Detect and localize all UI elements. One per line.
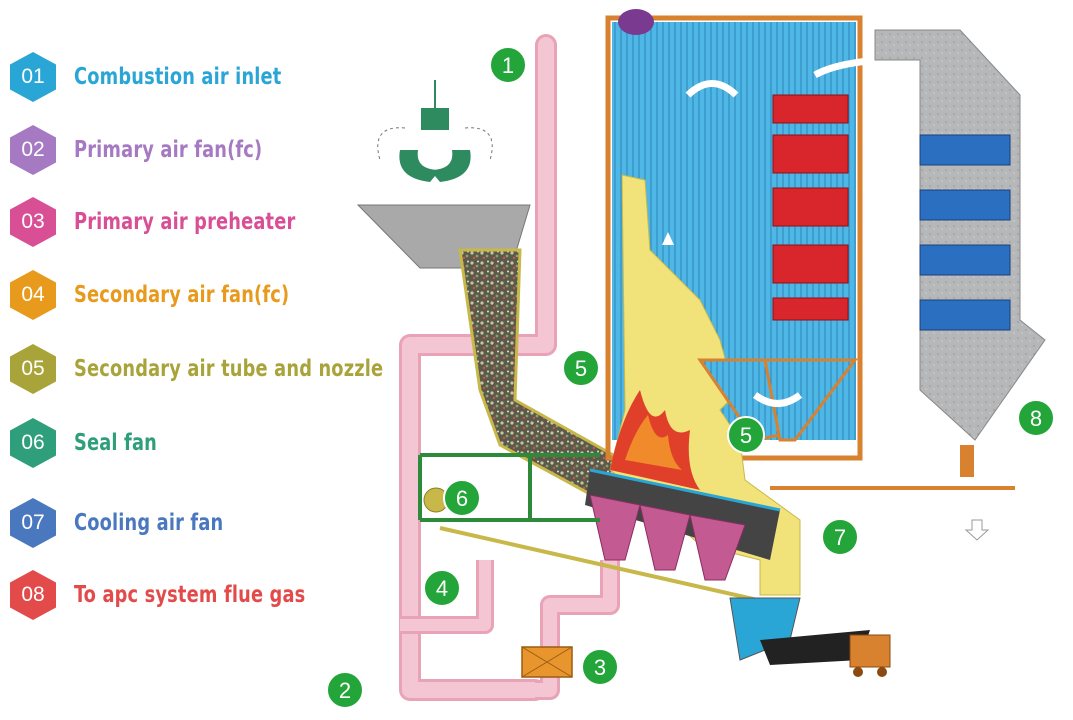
legend-item-secondary-air-tube: 05 Secondary air tube and nozzle	[10, 344, 434, 394]
legend-number-badge: 06	[10, 418, 56, 468]
legend-item-secondary-air-fan: 04 Secondary air fan(fc)	[10, 270, 324, 320]
callout-number: 4	[436, 576, 448, 601]
boiler-hopper-right	[763, 358, 858, 442]
crane-grab-icon	[377, 80, 493, 182]
down-arrow-icon	[964, 519, 990, 541]
legend-label: Cooling air fan	[74, 510, 224, 536]
steam-drum	[618, 9, 654, 35]
legend-number: 01	[21, 65, 45, 88]
legend-item-primary-air-preheater: 03 Primary air preheater	[10, 197, 331, 247]
callout-number: 6	[456, 486, 468, 511]
cooling-air-line	[439, 526, 781, 607]
economizer-banks	[919, 134, 1011, 331]
primary-air-hoppers	[589, 494, 746, 581]
callout-7: 7	[821, 518, 859, 556]
secondary-air-duct	[400, 560, 620, 700]
callout-2: 2	[326, 671, 364, 709]
callout-number: 1	[502, 53, 514, 78]
legend-label: Primary air fan(fc)	[74, 137, 263, 163]
legend-number: 05	[21, 357, 45, 380]
callout-3: 3	[581, 648, 619, 686]
legend-number: 06	[21, 431, 45, 454]
legend-number: 02	[21, 138, 45, 161]
legend-item-seal-fan: 06 Seal fan	[10, 418, 170, 468]
callout-5-right: 5	[727, 416, 765, 454]
bottom-ash-conveyor	[760, 630, 870, 665]
callout-number: 5	[575, 356, 587, 381]
callout-number: 5	[740, 423, 752, 448]
callout-number: 2	[339, 678, 351, 703]
fly-ash-valve	[960, 445, 974, 477]
legend-item-primary-air-fan: 02 Primary air fan(fc)	[10, 125, 293, 175]
ash-cart	[849, 634, 891, 668]
flame-icon	[610, 390, 700, 490]
superheater-banks	[772, 94, 849, 321]
callout-number: 3	[594, 655, 606, 680]
seal-fan-frame	[418, 453, 600, 522]
legend-label: Secondary air tube and nozzle	[74, 356, 384, 382]
legend-label: Primary air preheater	[74, 209, 296, 235]
callout-6: 6	[443, 479, 481, 517]
legend-number: 03	[21, 210, 45, 233]
up-arrow-icon	[662, 232, 674, 245]
callout-number: 7	[834, 525, 846, 550]
legend-label: Secondary air fan(fc)	[74, 282, 290, 308]
legend-item-apc-flue-gas: 08 To apc system flue gas	[10, 570, 343, 620]
legend-label: Combustion air inlet	[74, 64, 282, 90]
legend-item-cooling-air-fan: 07 Cooling air fan	[10, 498, 248, 548]
legend-label: Seal fan	[74, 430, 157, 456]
callout-4: 4	[423, 569, 461, 607]
legend-number: 07	[21, 511, 45, 534]
legend-item-combustion-air-inlet: 01 Combustion air inlet	[10, 52, 315, 102]
legend-number-badge: 05	[10, 344, 56, 394]
callout-8: 8	[1017, 399, 1055, 437]
callout-5-left: 5	[562, 349, 600, 387]
callout-number: 8	[1030, 406, 1042, 431]
legend-number-badge: 04	[10, 270, 56, 320]
legend-number: 08	[21, 583, 45, 606]
combustion-air-duct	[399, 34, 557, 701]
callout-1: 1	[489, 46, 527, 84]
legend-number: 04	[21, 283, 45, 306]
flue-gas-duct	[874, 29, 1046, 441]
legend-label: To apc system flue gas	[74, 582, 306, 608]
